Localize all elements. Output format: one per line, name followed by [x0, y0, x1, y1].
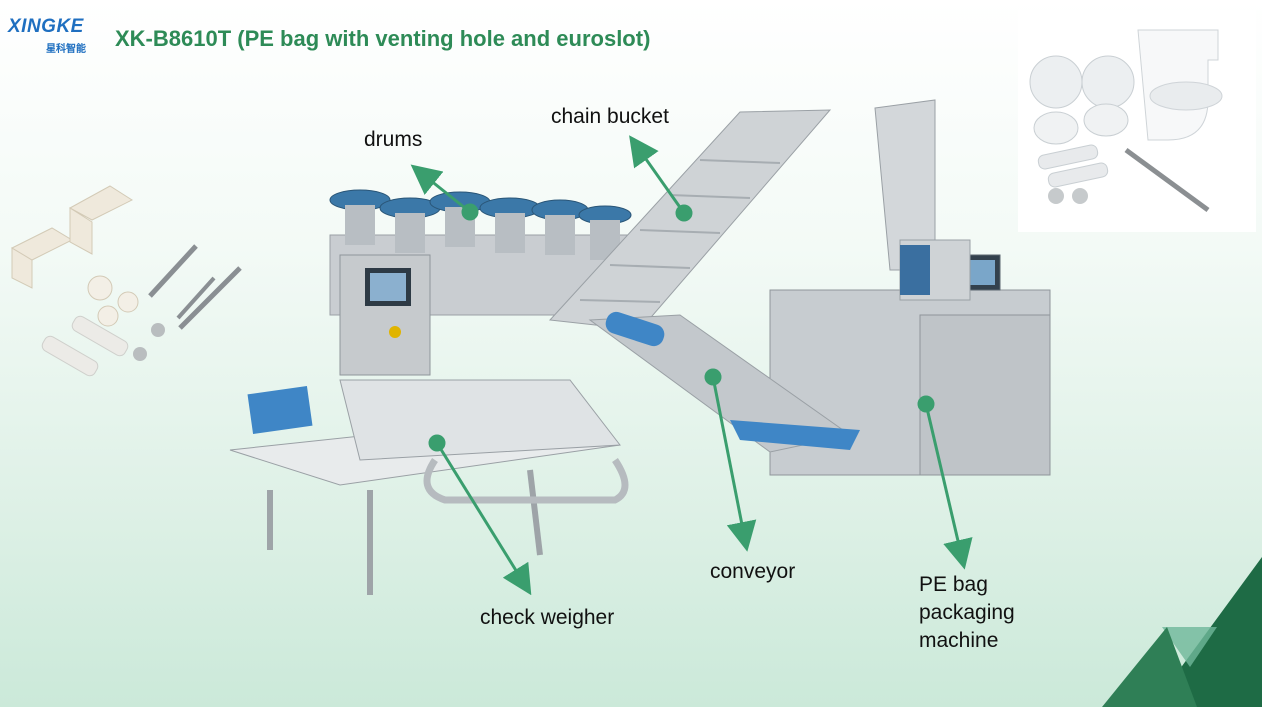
label-pe-bag-line2: packaging [919, 601, 1015, 624]
dot-chain-bucket [675, 204, 693, 222]
label-conveyor: conveyor [710, 560, 796, 583]
product-photo-fittings [0, 178, 270, 388]
toilet-parts-illustration [1029, 29, 1223, 213]
label-pe-bag-line3: machine [919, 629, 999, 652]
page-title: XK-B8610T (PE bag with venting hole and … [115, 26, 651, 51]
dot-conveyor [704, 368, 722, 386]
arrow-check-weigher [435, 442, 532, 596]
label-check-weigher: check weigher [480, 606, 615, 629]
packaging-line-illustration [210, 90, 1070, 615]
label-pe-bag-line1: PE bag [919, 573, 988, 596]
arrow-pe-bag [924, 403, 973, 570]
dot-drums [461, 203, 479, 221]
logo-wordmark: XINGKE [8, 16, 84, 37]
dot-check-weigher [428, 434, 446, 452]
corner-decoration [1102, 557, 1262, 707]
arrow-conveyor [711, 376, 757, 552]
arrow-drums [410, 164, 471, 214]
label-chain-bucket: chain bucket [551, 105, 669, 128]
dot-pe-bag [917, 395, 935, 413]
arrow-chain-bucket [629, 135, 686, 214]
product-photo-toilet-parts [1018, 10, 1256, 232]
logo-subtext: 星科智能 [46, 44, 86, 55]
machine-graphic [229, 99, 1051, 595]
label-pe-bag-machine: PE bag packaging machine [919, 571, 1015, 655]
brand-logo: XINGKE 星科智能 [8, 12, 104, 58]
label-drums: drums [364, 128, 423, 151]
fittings-illustration [10, 185, 242, 377]
